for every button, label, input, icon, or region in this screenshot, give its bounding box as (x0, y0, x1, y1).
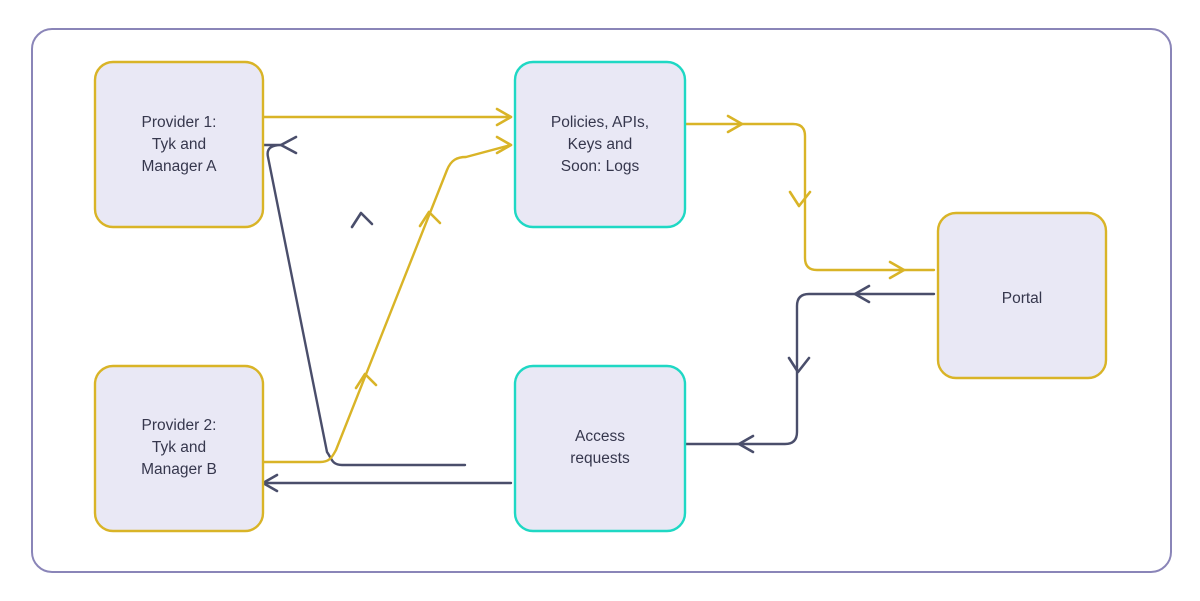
edge-portal-to-access (683, 284, 936, 454)
node-provider-1-label-line-2: Tyk and (152, 136, 206, 153)
node-portal-box[interactable] (936, 211, 1108, 380)
node-access-requests[interactable]: Access requests (513, 364, 687, 533)
node-provider-2-label-line-1: Provider 2: (142, 417, 217, 434)
node-policies-apis-keys-logs-box[interactable] (513, 60, 687, 229)
node-provider-1-label-line-3: Manager A (142, 158, 218, 175)
outer-frame (31, 28, 1172, 573)
node-access-requests-label-line-2: requests (570, 450, 630, 467)
node-provider-1-box[interactable] (93, 60, 265, 229)
node-provider-2-label-line-2: Tyk and (152, 439, 206, 456)
node-provider-1-label-line-1: Provider 1: (142, 114, 217, 131)
node-provider-2[interactable]: Provider 2: Tyk and Manager B (93, 364, 265, 533)
edge-policies-to-provider1 (261, 135, 467, 467)
node-provider-2-box[interactable] (93, 364, 265, 533)
node-access-requests-box[interactable] (513, 364, 687, 533)
node-portal-label: Portal (1002, 290, 1043, 307)
node-provider-1[interactable]: Provider 1: Tyk and Manager A (93, 60, 265, 229)
edge-policies-to-portal (683, 114, 936, 280)
edge-access-to-provider2 (261, 473, 513, 493)
node-policies-label-line-2: Keys and (568, 136, 633, 153)
node-policies-apis-keys-logs[interactable]: Policies, APIs, Keys and Soon: Logs (513, 60, 687, 229)
edge-provider2-to-policies (261, 135, 513, 464)
node-policies-label-line-1: Policies, APIs, (551, 114, 649, 131)
edge-provider1-to-policies (261, 107, 513, 127)
node-policies-label-line-3: Soon: Logs (561, 158, 640, 175)
node-portal[interactable]: Portal (936, 211, 1108, 380)
node-access-requests-label-line-1: Access (575, 428, 625, 445)
node-provider-2-label-line-3: Manager B (141, 461, 217, 478)
